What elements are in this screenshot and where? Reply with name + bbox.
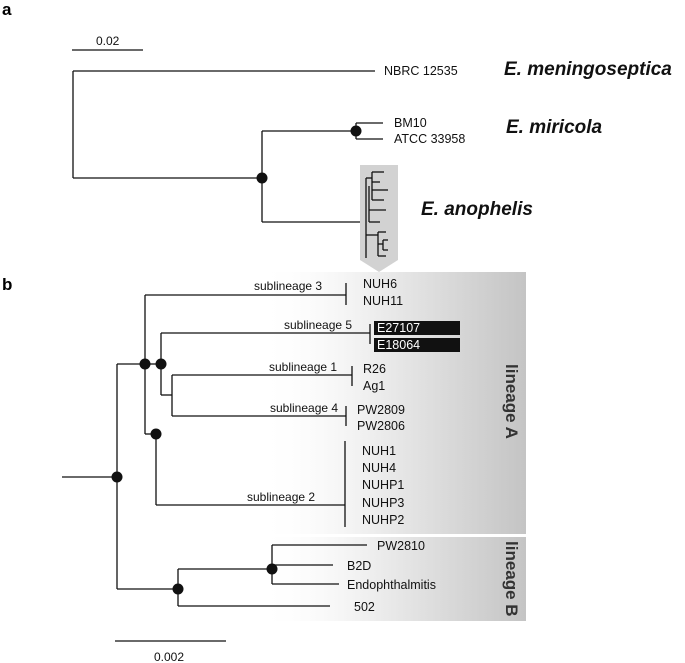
lineage-b-shade bbox=[258, 537, 526, 621]
panel-a-label: a bbox=[2, 0, 12, 19]
species-miricola: E. miricola bbox=[506, 117, 603, 138]
tip-nuh4: NUH4 bbox=[362, 461, 396, 475]
sublineage-5-label: sublineage 5 bbox=[284, 318, 352, 332]
sublineage-4-label: sublineage 4 bbox=[270, 401, 338, 415]
panel-b-label: b bbox=[2, 275, 12, 294]
tip-nuh1: NUH1 bbox=[362, 444, 396, 458]
tip-bm10: BM10 bbox=[394, 116, 427, 130]
tip-nbrc12535: NBRC 12535 bbox=[384, 64, 458, 78]
sublineage-3-label: sublineage 3 bbox=[254, 279, 322, 293]
tip-pw2806: PW2806 bbox=[357, 419, 405, 433]
tip-b2d: B2D bbox=[347, 559, 371, 573]
highlight-e18064 bbox=[374, 338, 460, 352]
scale-label-a: 0.02 bbox=[96, 34, 120, 48]
tip-502: 502 bbox=[354, 600, 375, 614]
highlight-e27107 bbox=[374, 321, 460, 335]
tip-nuh6: NUH6 bbox=[363, 277, 397, 291]
tip-atcc33958: ATCC 33958 bbox=[394, 132, 465, 146]
tip-e18064: E18064 bbox=[377, 338, 420, 352]
tip-pw2810: PW2810 bbox=[377, 539, 425, 553]
tip-nuhp1: NUHP1 bbox=[362, 478, 404, 492]
sublineage-1-label: sublineage 1 bbox=[269, 360, 337, 374]
sublineage-2-label: sublineage 2 bbox=[247, 490, 315, 504]
tip-pw2809: PW2809 bbox=[357, 403, 405, 417]
tip-e27107: E27107 bbox=[377, 321, 420, 335]
tip-nuhp2: NUHP2 bbox=[362, 513, 404, 527]
lineage-a-label: lineage A bbox=[502, 364, 521, 439]
tree-b bbox=[62, 283, 371, 607]
tip-nuhp3: NUHP3 bbox=[362, 496, 404, 510]
species-meningoseptica: E. meningoseptica bbox=[504, 59, 672, 80]
lineage-b-label: lineage B bbox=[502, 541, 521, 617]
lineage-a-shade bbox=[258, 272, 526, 534]
tip-r26: R26 bbox=[363, 362, 386, 376]
tip-nuh11: NUH11 bbox=[363, 294, 403, 308]
tip-ag1: Ag1 bbox=[363, 379, 385, 393]
species-anophelis: E. anophelis bbox=[421, 199, 533, 220]
tree-a bbox=[72, 70, 398, 272]
tip-endophthalmitis: Endophthalmitis bbox=[347, 578, 436, 592]
scale-label-b: 0.002 bbox=[154, 650, 184, 663]
